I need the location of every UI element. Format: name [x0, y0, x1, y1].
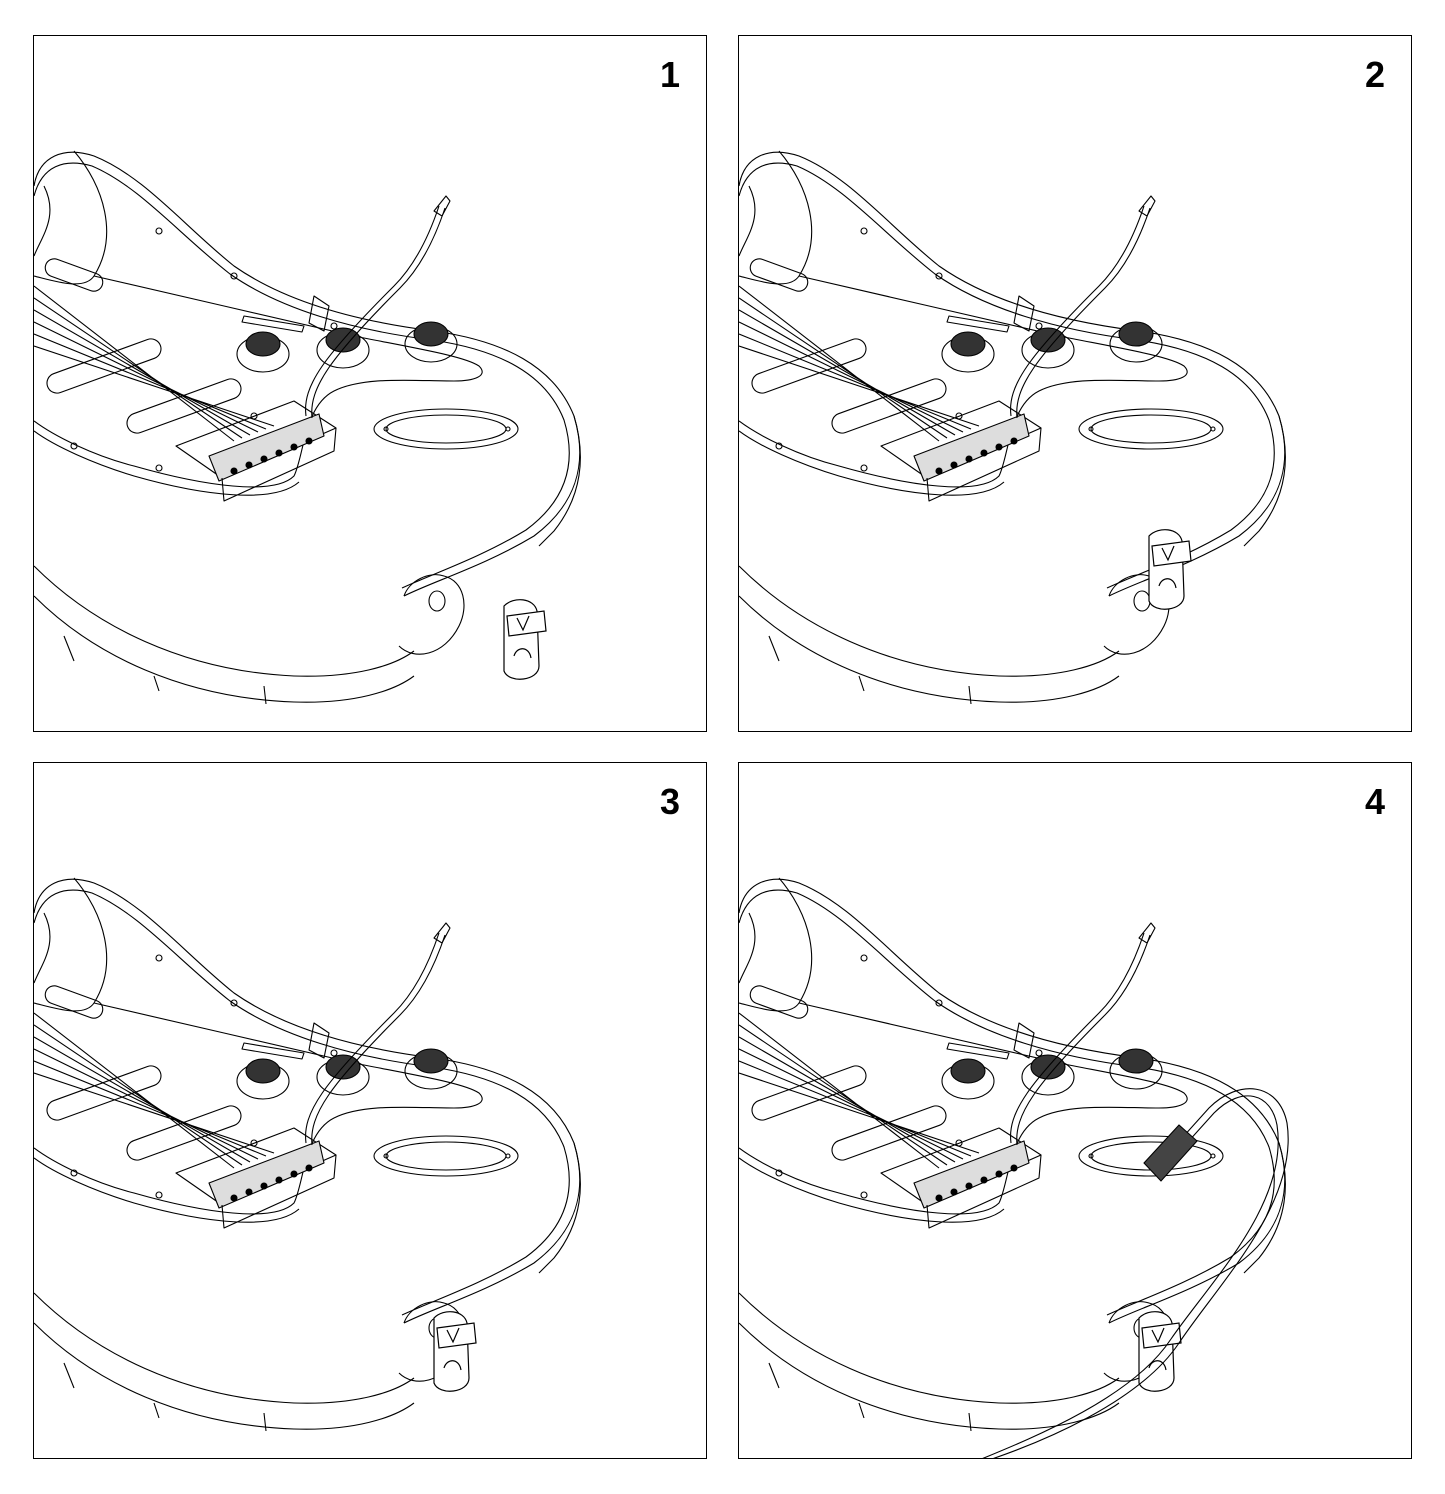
step-panel-2: 2	[738, 35, 1412, 732]
step-number: 4	[1364, 781, 1385, 822]
step-number: 1	[659, 54, 680, 95]
guitar-illustration	[739, 763, 1289, 1458]
strap-clip	[503, 599, 547, 680]
step-number: 2	[1364, 54, 1385, 95]
guitar-illustration	[34, 36, 707, 732]
guitar-illustration	[34, 763, 707, 1459]
strap-clip	[1148, 529, 1192, 610]
step-panel-3: 3	[33, 762, 707, 1459]
step-panel-1: 1	[33, 35, 707, 732]
guitar-illustration	[739, 36, 1412, 732]
step-number: 3	[659, 781, 680, 822]
strap-clip	[433, 1311, 477, 1392]
step-panel-4: 4	[738, 762, 1412, 1459]
instrument-cable	[982, 1088, 1289, 1458]
